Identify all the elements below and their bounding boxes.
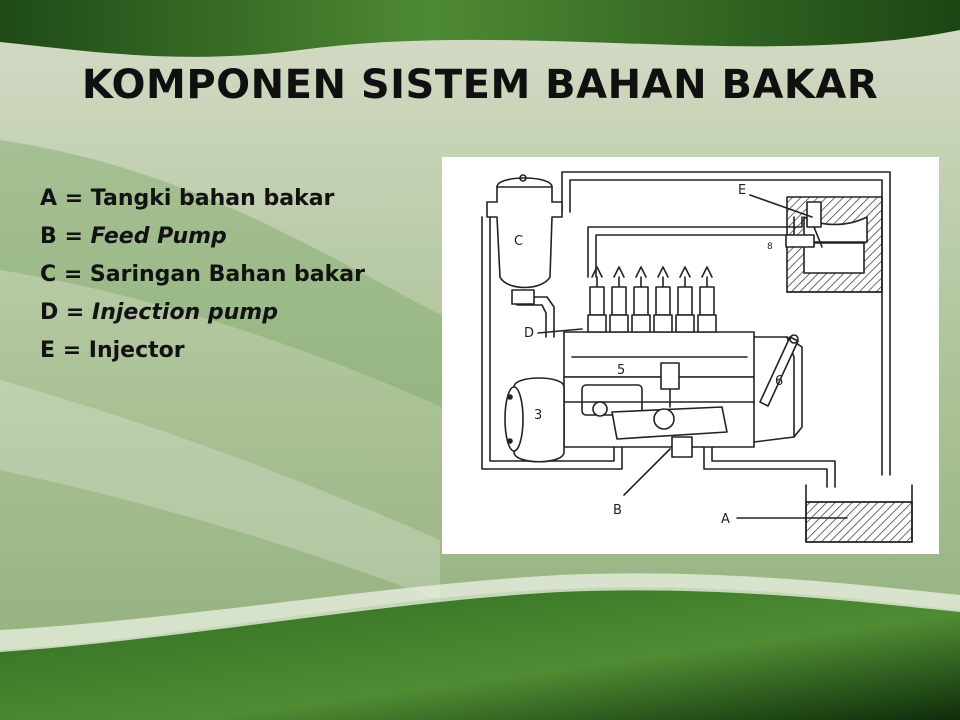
legend-item-b: B = Feed Pump: [40, 218, 365, 256]
fuel-line-return: [561, 171, 891, 476]
legend-separator: =: [56, 224, 91, 249]
label-lever-number: 6: [775, 374, 783, 389]
label-pump-number: 5: [617, 363, 625, 378]
legend-item-e: E = Injector: [40, 332, 365, 370]
legend-separator: =: [55, 338, 89, 363]
legend-separator: =: [56, 262, 90, 287]
component-legend: A = Tangki bahan bakar B = Feed Pump C =…: [40, 180, 365, 370]
legend-key: A: [40, 186, 58, 211]
legend-separator: =: [58, 300, 93, 325]
label-b: B: [613, 503, 622, 518]
legend-key: E: [40, 338, 56, 363]
label-c: C: [514, 234, 523, 249]
label-a: A: [721, 512, 730, 527]
legend-key: C: [40, 262, 57, 287]
leader-b: [623, 448, 671, 496]
label-governor-number: 3: [534, 408, 542, 423]
fuel-tank: [805, 484, 913, 543]
label-d: D: [524, 326, 534, 341]
legend-text: Injection pump: [92, 300, 278, 325]
legend-separator: =: [57, 186, 91, 211]
legend-text: Tangki bahan bakar: [90, 186, 335, 211]
legend-text: Feed Pump: [90, 224, 227, 249]
legend-item-a: A = Tangki bahan bakar: [40, 180, 365, 218]
legend-item-c: C = Saringan Bahan bakar: [40, 256, 365, 294]
legend-text: Saringan Bahan bakar: [89, 262, 365, 287]
fuel-system-diagram: C: [442, 157, 939, 554]
slide-title: KOMPONEN SISTEM BAHAN BAKAR: [81, 62, 879, 108]
label-injector-number: 8: [767, 242, 773, 252]
legend-text: Injector: [88, 338, 185, 363]
control-lever: [759, 334, 799, 407]
fuel-line-tank-to-feed: [703, 446, 836, 488]
delivery-valves: [587, 266, 717, 333]
feed-pump: [592, 362, 728, 458]
injector: [785, 201, 823, 248]
leader-e: [749, 194, 813, 218]
label-e: E: [738, 183, 746, 198]
leader-d: [537, 328, 583, 334]
legend-key: B: [40, 224, 57, 249]
legend-key: D: [40, 300, 59, 325]
fuel-filter: [486, 174, 563, 305]
legend-item-d: D = Injection pump: [40, 294, 365, 332]
governor-housing: [504, 377, 565, 463]
